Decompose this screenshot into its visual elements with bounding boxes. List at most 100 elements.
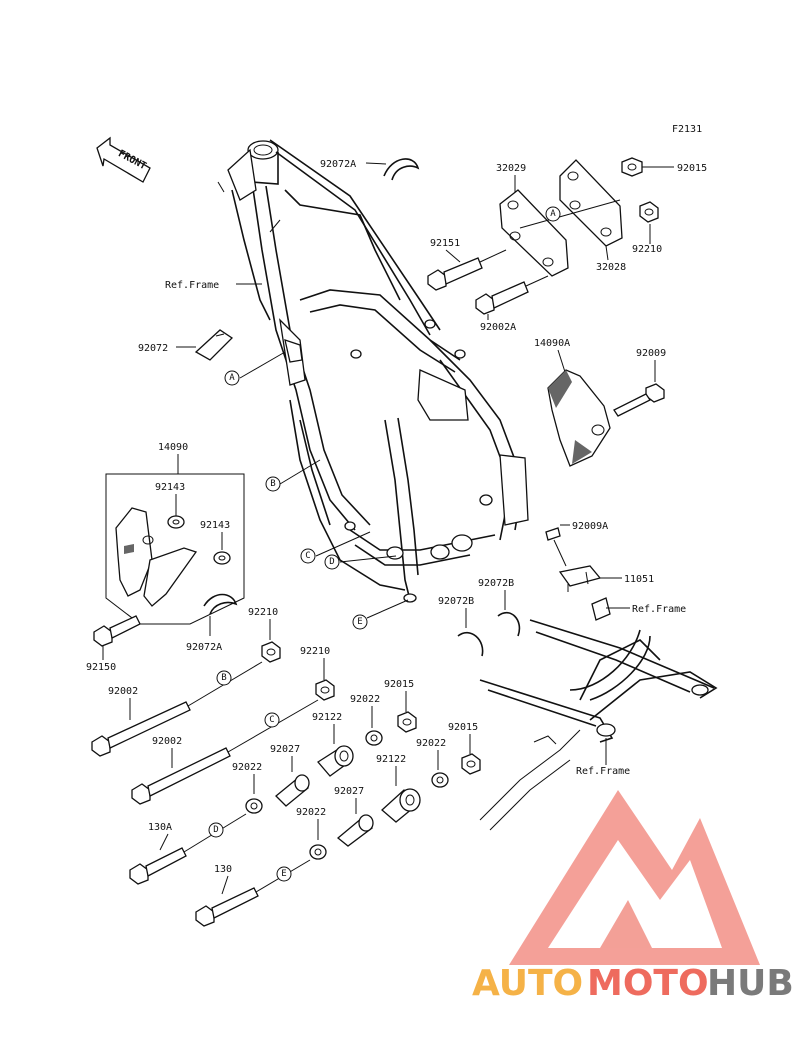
nut-92015-a xyxy=(397,711,417,733)
callout-d-frame: D xyxy=(324,554,340,570)
ref-frame-top: Ref.Frame xyxy=(165,280,219,291)
label-92072A-lower: 92072A xyxy=(186,642,222,653)
nut-92015-b xyxy=(461,753,481,775)
clamp-92072 xyxy=(194,329,234,361)
label-92151: 92151 xyxy=(430,238,460,249)
washer-92022-a xyxy=(365,730,383,746)
collar-ref-frame xyxy=(591,597,611,621)
label-11051: 11051 xyxy=(624,574,654,585)
label-92122-a: 92122 xyxy=(312,712,342,723)
label-92002-a: 92002 xyxy=(108,686,138,697)
nut-92210-b xyxy=(315,679,335,701)
clamp-92072A-lower xyxy=(203,593,238,615)
chain-guide-14090 xyxy=(115,507,198,607)
label-92072A: 92072A xyxy=(320,159,356,170)
clamp-92072A xyxy=(383,158,420,181)
callout-d-bolt: D xyxy=(208,822,224,838)
label-92022-d: 92022 xyxy=(296,807,326,818)
label-92022-a: 92022 xyxy=(350,694,380,705)
callout-c-bolt: C xyxy=(264,712,280,728)
bolt-92002A xyxy=(475,281,529,315)
ref-frame-right: Ref.Frame xyxy=(632,604,686,615)
nut-92210-a xyxy=(261,641,281,663)
svg-text:D: D xyxy=(213,825,218,835)
callout-a-top: A xyxy=(545,206,561,222)
label-92022-c: 92022 xyxy=(232,762,262,773)
label-92009: 92009 xyxy=(636,348,666,359)
engine-plate-32029 xyxy=(499,189,569,277)
bracket-11051 xyxy=(558,565,602,592)
callout-b-frame: B xyxy=(265,476,281,492)
main-frame xyxy=(217,139,529,603)
label-92143-b: 92143 xyxy=(200,520,230,531)
assembly-box-14090 xyxy=(105,473,245,625)
svg-text:B: B xyxy=(221,673,226,683)
collar-92143-a xyxy=(167,515,185,529)
label-32028: 32028 xyxy=(596,262,626,273)
label-92143-a: 92143 xyxy=(155,482,185,493)
collar-92027-a xyxy=(275,774,310,807)
nut-92015-top xyxy=(621,157,643,177)
clamp-92072B-b xyxy=(497,611,521,637)
engine-plate-32028 xyxy=(559,159,623,247)
svg-text:C: C xyxy=(269,715,274,725)
label-92072: 92072 xyxy=(138,343,168,354)
front-arrow-icon: FRONT xyxy=(96,136,151,183)
label-92027-a: 92027 xyxy=(270,744,300,755)
label-92022-b: 92022 xyxy=(416,738,446,749)
clamp-92072B-a xyxy=(457,631,484,657)
label-92009A: 92009A xyxy=(572,521,608,532)
label-92210-a: 92210 xyxy=(248,607,278,618)
collar-92143-b xyxy=(213,551,231,565)
bolt-92150 xyxy=(93,615,141,647)
diagram-code: F2131 xyxy=(672,124,702,135)
label-92015-b: 92015 xyxy=(448,722,478,733)
label-92015-a: 92015 xyxy=(384,679,414,690)
collar-92027-b xyxy=(336,814,374,847)
sub-frame xyxy=(479,619,718,831)
bolt-92009A xyxy=(545,527,567,567)
label-130A: 130A xyxy=(148,822,172,833)
callout-c-frame: C xyxy=(300,548,316,564)
callout-a-frame: A xyxy=(224,370,240,386)
svg-text:A: A xyxy=(229,373,235,383)
bush-92122-a xyxy=(317,745,354,777)
label-92027-b: 92027 xyxy=(334,786,364,797)
label-92122-b: 92122 xyxy=(376,754,406,765)
watermark-moto: MOTO xyxy=(587,963,709,1004)
bolt-92002-a xyxy=(91,701,191,757)
bolt-92009 xyxy=(613,383,665,417)
callout-e-bolt: E xyxy=(276,866,292,882)
chain-guard-14090A xyxy=(547,369,611,467)
label-92015-top: 92015 xyxy=(677,163,707,174)
washer-92022-b xyxy=(431,772,449,788)
watermark-hub: HUB xyxy=(707,963,794,1004)
watermark-auto: AUTO xyxy=(472,963,583,1004)
washer-92022-d xyxy=(309,844,327,860)
bolt-92002-b xyxy=(131,747,231,805)
label-92210-top: 92210 xyxy=(632,244,662,255)
nut-92210-top xyxy=(639,201,659,223)
svg-text:D: D xyxy=(329,557,334,567)
label-92072B-a: 92072B xyxy=(478,578,514,589)
label-14090A: 14090A xyxy=(534,338,570,349)
label-92150: 92150 xyxy=(86,662,116,673)
automotohub-logo xyxy=(509,790,760,965)
bolt-130A xyxy=(129,847,187,885)
label-130: 130 xyxy=(214,864,232,875)
label-92002-b: 92002 xyxy=(152,736,182,747)
bush-92122-b xyxy=(381,788,421,823)
svg-text:C: C xyxy=(305,551,310,561)
label-92072B-b: 92072B xyxy=(438,596,474,607)
label-92210-b: 92210 xyxy=(300,646,330,657)
svg-text:E: E xyxy=(357,617,362,627)
label-32029-top: 32029 xyxy=(496,163,526,174)
svg-text:A: A xyxy=(550,209,556,219)
svg-text:E: E xyxy=(281,869,286,879)
callout-b-bolt: B xyxy=(216,670,232,686)
label-92002A: 92002A xyxy=(480,322,516,333)
washer-92022-c xyxy=(245,798,263,814)
bolt-92151 xyxy=(427,257,483,291)
ref-frame-bottom: Ref.Frame xyxy=(576,766,630,777)
bolt-130 xyxy=(195,887,259,927)
